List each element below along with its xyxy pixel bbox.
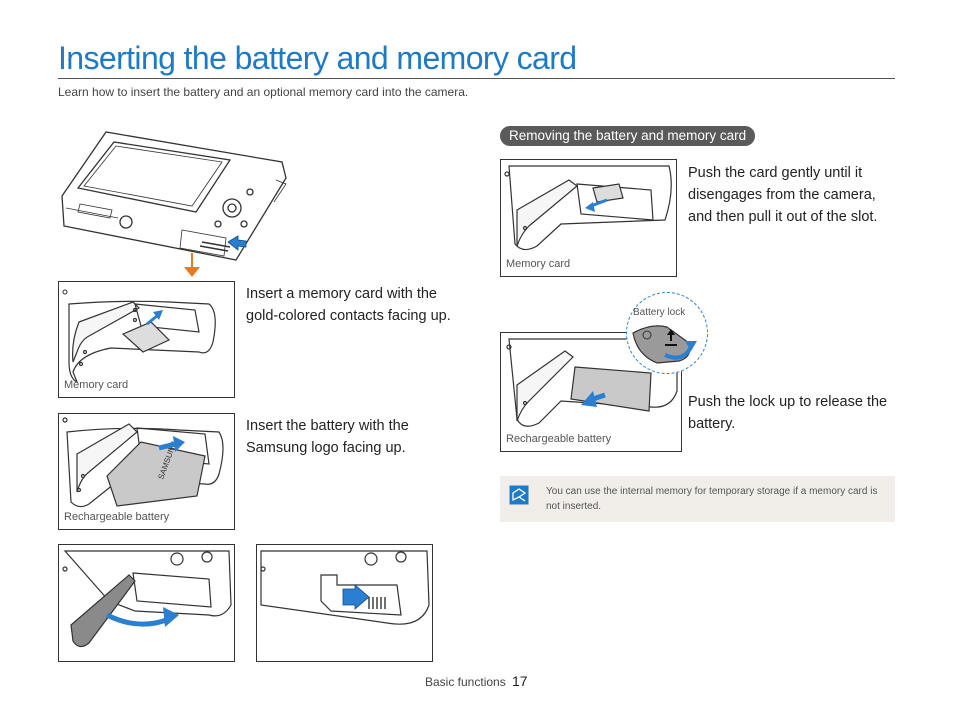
- memory-card-caption: Memory card: [64, 379, 129, 391]
- memory-card-insert-panel: Memory card: [58, 281, 235, 398]
- memory-card-remove-panel: Memory card: [500, 159, 677, 277]
- lock-cover-panel: [256, 544, 433, 662]
- lock-cover-illustration: [260, 550, 430, 625]
- battery-lock-label: Battery lock: [633, 307, 686, 318]
- memory-card-icon: [121, 321, 171, 353]
- memory-card-icon: [592, 183, 624, 203]
- battery-remove-caption: Rechargeable battery: [506, 433, 612, 445]
- camera-back-illustration: [61, 131, 287, 261]
- battery-icon: [106, 441, 206, 507]
- step-insert-battery-text: Insert the battery with the Samsung logo…: [246, 418, 409, 456]
- step-remove-battery-text: Push the lock up to release the battery.: [688, 394, 888, 432]
- battery-remove-illustration: [506, 338, 678, 427]
- step-remove-card-text: Push the card gently until it disengages…: [688, 165, 878, 225]
- section-title: Removing the battery and memory card: [500, 126, 756, 146]
- battery-caption: Rechargeable battery: [64, 511, 170, 523]
- lock-icon: [632, 325, 691, 364]
- close-cover-panel: [58, 544, 235, 662]
- page-number: 17: [512, 673, 528, 689]
- memory-card-slot-illustration: [62, 289, 216, 384]
- note-icon: [509, 485, 529, 505]
- note-box: You can use the internal memory for temp…: [500, 476, 895, 522]
- page-title: Inserting the battery and memory card: [58, 40, 577, 76]
- memory-card-remove-illustration: [504, 165, 672, 251]
- battery-slot-illustration: SAMSUNG: [62, 417, 224, 508]
- close-cover-illustration: [62, 550, 232, 648]
- memory-card-remove-caption: Memory card: [506, 258, 571, 270]
- note-text: You can use the internal memory for temp…: [546, 486, 878, 512]
- battery-remove-panel: Rechargeable battery: [500, 332, 682, 452]
- blue-arrow-icon: [227, 235, 247, 251]
- title-divider: [58, 78, 895, 79]
- down-arrow-icon: [184, 253, 200, 277]
- battery-insert-panel: SAMSUNG Rechargeable battery: [58, 413, 235, 530]
- push-arrow-icon: [342, 584, 370, 610]
- step-insert-card-text: Insert a memory card with the gold-color…: [246, 286, 451, 324]
- battery-lock-illustration: [632, 325, 697, 364]
- page-subtitle: Learn how to insert the battery and an o…: [58, 85, 469, 99]
- footer-section-label: Basic functions: [425, 675, 506, 689]
- battery-cover-icon: [70, 574, 136, 648]
- battery-lock-callout: Battery lock: [626, 292, 708, 374]
